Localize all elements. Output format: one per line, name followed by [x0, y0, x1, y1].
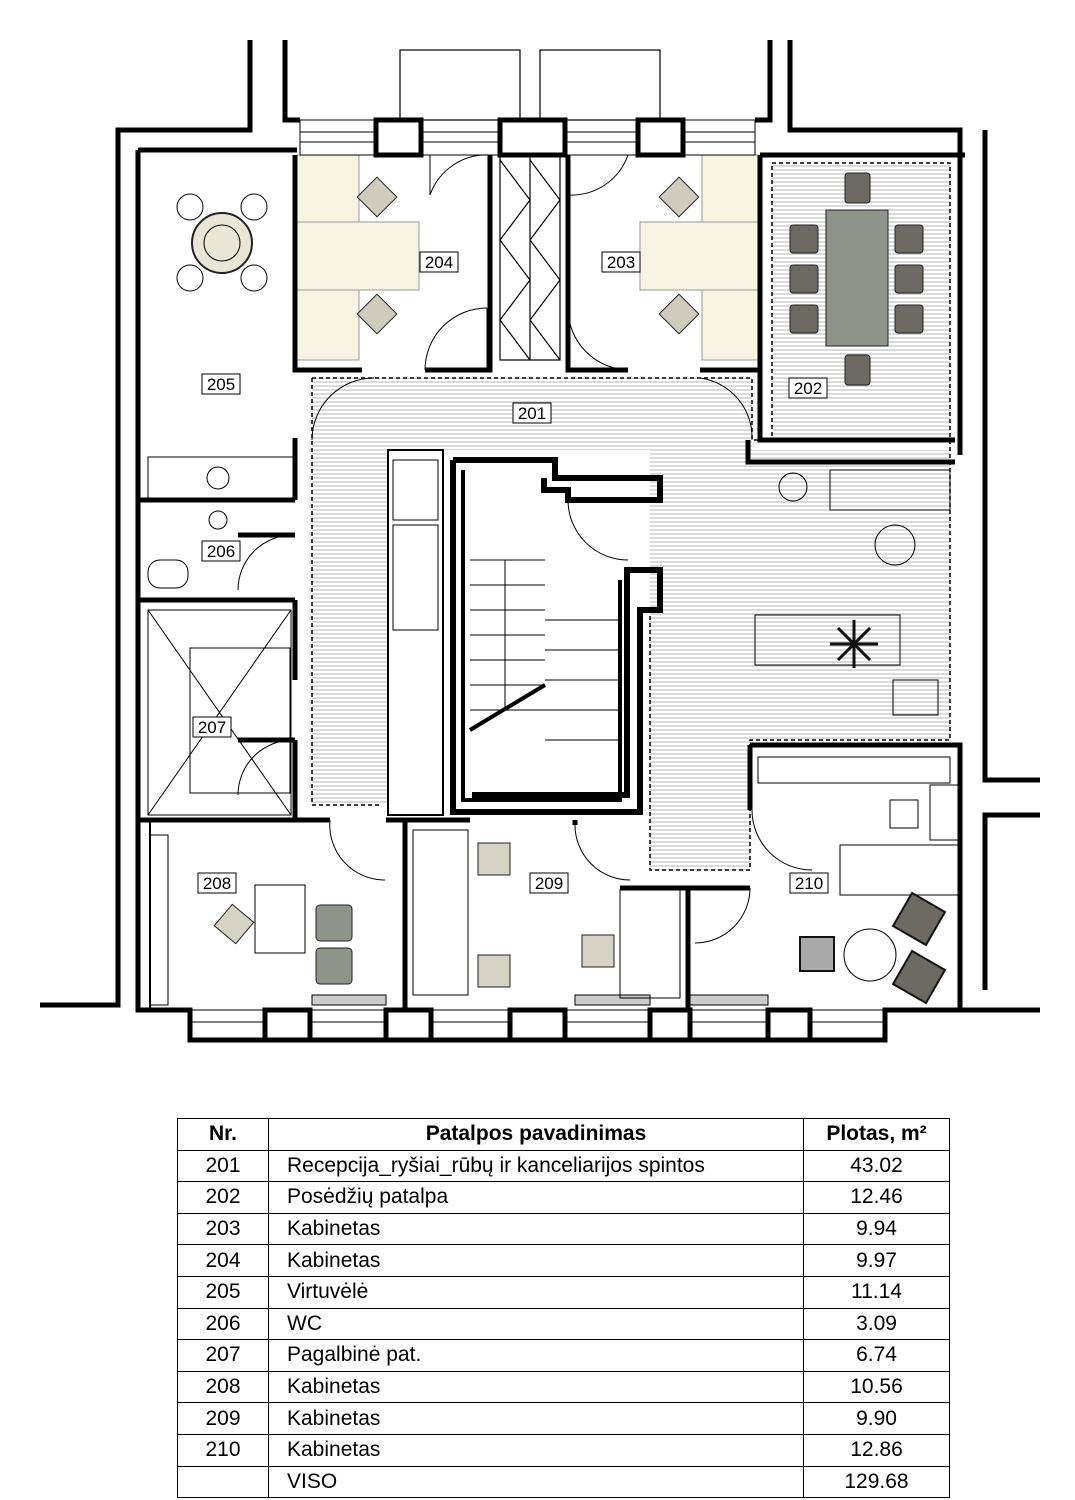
room-label-201: 201: [512, 402, 552, 424]
cell-area: 6.74: [803, 1339, 950, 1372]
cell-nr: [177, 1465, 269, 1499]
header-area: Plotas, m²: [803, 1118, 950, 1151]
cell-nr: 207: [177, 1339, 269, 1372]
cell-area: 9.97: [803, 1244, 950, 1277]
room-number: 207: [198, 718, 226, 737]
stair-core: [387, 449, 663, 816]
header-nr: Nr.: [177, 1118, 269, 1151]
room-label-box: [197, 872, 237, 894]
cell-nr: 202: [177, 1181, 269, 1214]
windows: [189, 49, 886, 1043]
header-name: Patalpos pavadinimas: [268, 1118, 804, 1151]
cell-name: Kabinetas: [268, 1433, 804, 1467]
cell-name: VISO: [268, 1465, 804, 1499]
cell-nr: 201: [177, 1149, 269, 1183]
room-label-209: 209: [529, 872, 569, 894]
room-label-205: 205: [201, 373, 241, 395]
cell-nr: 206: [177, 1307, 269, 1341]
room-label-box: [192, 716, 232, 738]
room-label-202: 202: [788, 377, 828, 399]
room-label-box: [789, 872, 829, 894]
room-number: 201: [518, 404, 546, 423]
office-desk-areas: [296, 154, 759, 361]
cell-name: Recepcija_ryšiai_rūbų ir kanceliarijos s…: [268, 1149, 804, 1183]
ventilation-shaft: [499, 154, 561, 361]
door-swings: [237, 154, 813, 944]
cell-area: 12.46: [803, 1181, 950, 1214]
cell-area: 9.90: [803, 1402, 950, 1435]
floor-plan: 204 203 202 205 201 206 207 208 209 210: [40, 40, 1040, 1043]
room-number: 209: [535, 874, 563, 893]
cell-area: 10.56: [803, 1370, 950, 1404]
cell-name: Pagalbinė pat.: [268, 1339, 804, 1372]
cell-area: 129.68: [803, 1465, 950, 1499]
interior-walls: [138, 155, 963, 1010]
room-label-box: [512, 402, 552, 424]
room-label-box: [529, 872, 569, 894]
cell-name: Virtuvėlė: [268, 1275, 804, 1309]
room-label-206: 206: [201, 540, 241, 562]
cell-area: 11.14: [803, 1275, 950, 1309]
room-label-208: 208: [197, 872, 237, 894]
cell-area: 12.86: [803, 1433, 950, 1467]
cell-area: 9.94: [803, 1212, 950, 1246]
room-label-box: [419, 251, 459, 273]
cell-nr: 204: [177, 1244, 269, 1277]
cell-name: Posėdžių patalpa: [268, 1181, 804, 1214]
room-label-box: [201, 540, 241, 562]
room-label-210: 210: [789, 872, 829, 894]
cell-area: 43.02: [803, 1149, 950, 1183]
room-number: 203: [607, 253, 635, 272]
cell-name: Kabinetas: [268, 1212, 804, 1246]
furniture: [147, 172, 959, 1006]
cell-name: WC: [268, 1307, 804, 1341]
cell-nr: 210: [177, 1433, 269, 1467]
cell-area: 3.09: [803, 1307, 950, 1341]
cell-name: Kabinetas: [268, 1402, 804, 1435]
room-label-box: [201, 373, 241, 395]
room-number: 206: [207, 542, 235, 561]
cell-nr: 209: [177, 1402, 269, 1435]
table-header-row: Nr. Patalpos pavadinimas Plotas, m²: [177, 1118, 950, 1151]
cell-name: Kabinetas: [268, 1244, 804, 1277]
room-number: 205: [207, 375, 235, 394]
room-labels: 204 203 202 205 201 206 207 208 209 210: [192, 251, 829, 894]
room-label-204: 204: [419, 251, 459, 273]
cell-nr: 205: [177, 1275, 269, 1309]
room-label-box: [788, 377, 828, 399]
room-number: 210: [795, 874, 823, 893]
room-number: 202: [794, 379, 822, 398]
room-label-207: 207: [192, 716, 232, 738]
room-number: 204: [425, 253, 453, 272]
room-number: 208: [203, 874, 231, 893]
room-label-203: 203: [601, 251, 641, 273]
cell-nr: 208: [177, 1370, 269, 1404]
cell-name: Kabinetas: [268, 1370, 804, 1404]
cell-nr: 203: [177, 1212, 269, 1246]
room-label-box: [601, 251, 641, 273]
